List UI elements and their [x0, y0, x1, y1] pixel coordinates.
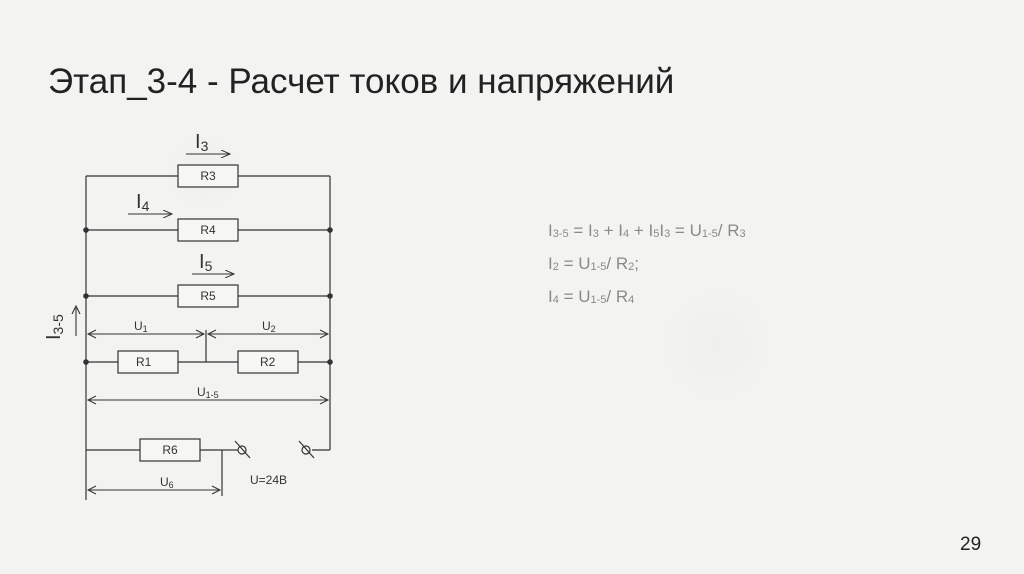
r5-label: R5: [200, 289, 216, 303]
r3-label: R3: [200, 169, 216, 183]
resistor-r1: [117, 350, 179, 374]
formulas-block: I3-5 = I3 + I4 + I5I3 = U1-5/ R3 I2 = U1…: [548, 216, 746, 315]
resistor-r4: [177, 218, 239, 242]
formula-line-1: I3-5 = I3 + I4 + I5I3 = U1-5/ R3: [548, 221, 746, 240]
i4-label: I4: [136, 191, 150, 214]
r4-label: R4: [200, 223, 216, 237]
r1-label: R1: [136, 355, 152, 369]
i5-label: I5: [199, 251, 213, 274]
slide-title: Этап_3-4 - Расчет токов и напряжений: [48, 62, 675, 101]
resistor-r5: [177, 284, 239, 308]
i3-label: I3: [195, 131, 209, 154]
page-number: 29: [960, 534, 982, 555]
u1-label: U1: [134, 319, 148, 334]
source-voltage-label: U=24В: [250, 473, 287, 487]
r6-label: R6: [162, 443, 178, 457]
i35-label: I3-5: [43, 314, 66, 340]
resistor-r3: [177, 164, 239, 188]
switch-contacts: [234, 440, 315, 459]
formula-line-2: I2 = U1-5/ R2;: [548, 254, 640, 273]
formula-line-3: I4 = U1-5/ R4: [548, 287, 635, 306]
u6-label: U6: [160, 475, 174, 490]
junction-dots: [83, 227, 333, 365]
resistor-r6: [139, 438, 201, 462]
r2-label: R2: [260, 355, 276, 369]
resistor-r2: [237, 350, 299, 374]
u15-label: U1-5: [197, 385, 219, 400]
u2-label: U2: [262, 319, 276, 334]
